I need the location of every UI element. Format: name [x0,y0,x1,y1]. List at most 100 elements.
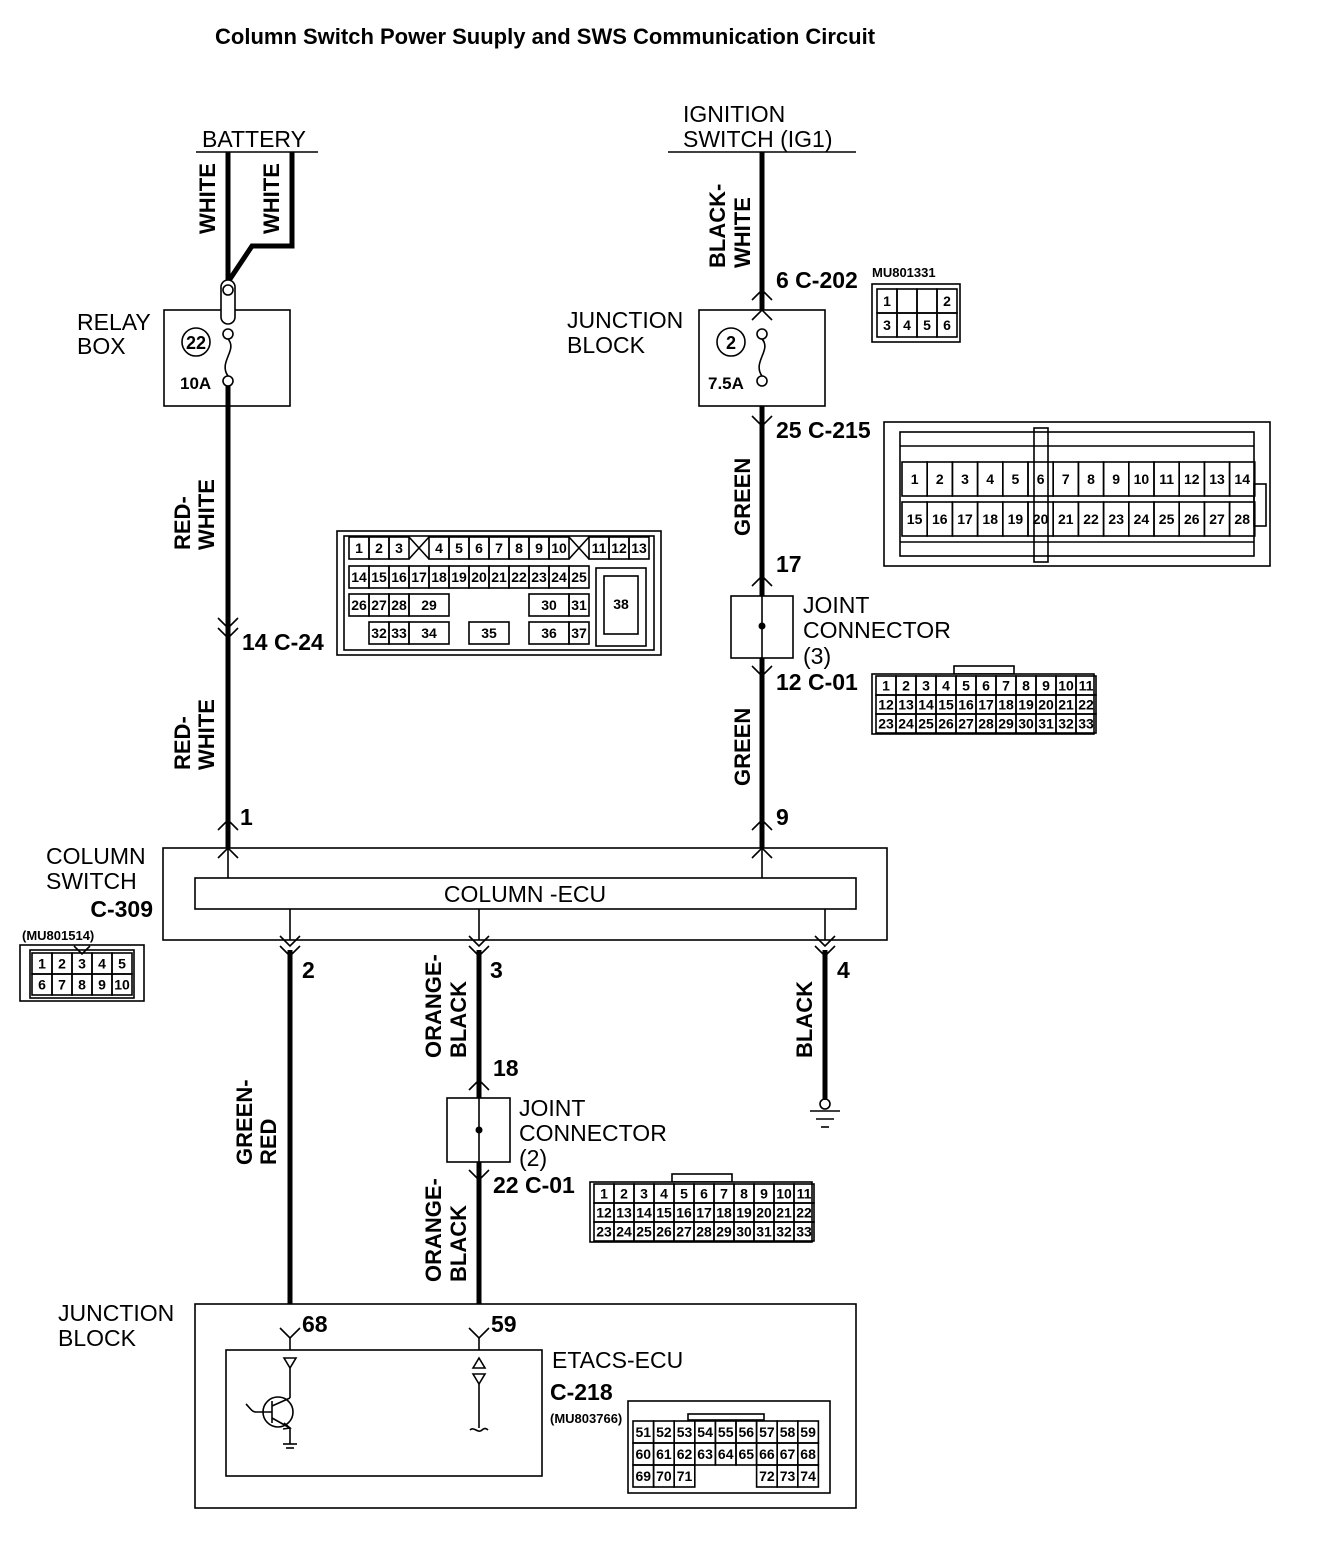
relay-box-label-2: BOX [77,333,126,359]
c01-bottom-cavity: 23 [596,1224,612,1240]
wire-label-red-white-b2: WHITE [194,699,219,770]
c215-cavity: 2 [936,471,944,487]
c24-cavity: 36 [541,625,557,641]
battery-label: BATTERY [202,126,306,152]
pin-c24: 14 C-24 [242,629,324,655]
c01-top-cavity: 33 [1078,716,1094,732]
c01-top-cavity-frame [1075,713,1097,734]
etacs-connector: C-218 [550,1379,613,1405]
c309-cavity: 2 [58,956,66,972]
c24-cavity: 12 [611,540,627,556]
pin-c01-top: 12 C-01 [776,669,858,695]
c24-cavity: 17 [411,569,427,585]
c215-cavity: 12 [1184,471,1200,487]
c24-cavity: 26 [351,597,367,613]
c218-cavity: 68 [800,1446,816,1462]
c01-bottom-cavity: 8 [740,1186,748,1202]
c309-cavity: 10 [114,977,130,993]
c24-cavity: 2 [375,540,383,556]
wire-label-white-b: WHITE [259,163,284,234]
jb-fuse-number-circle [716,327,746,357]
c01-top-cavity: 31 [1038,716,1054,732]
c218-cavity-frame [796,1464,820,1488]
c218-cavity: 73 [780,1468,796,1484]
c202-cavity: 6 [943,317,951,333]
relay-fuse-amp: 10A [180,374,211,393]
c24-big-cell: 38 [613,596,629,612]
c24-cavity-frame [408,593,450,617]
c215-cavity: 26 [1184,511,1200,527]
c24-cavity: 7 [495,540,503,556]
ignition-label-1: IGNITION [683,101,785,127]
c01-bottom-cavity: 21 [776,1205,792,1221]
c01-bottom-cavity: 2 [620,1186,628,1202]
c01-bottom-cavity: 28 [696,1224,712,1240]
c01-top-cavity: 29 [998,716,1014,732]
jc2-label-2: CONNECTOR [519,1120,667,1146]
blocked-cavity-mark [408,536,430,560]
jb-fuse-gap-2 [755,342,769,382]
c215-cavity: 28 [1234,511,1250,527]
wire-white-b [225,152,295,284]
c24-cavity: 14 [351,569,367,585]
c01-top-cavity: 28 [978,716,994,732]
c01-bottom-cavity: 4 [660,1186,668,1202]
pin18-terminal-mark [468,1078,490,1091]
c01-bottom-cavity: 19 [736,1205,752,1221]
c215-terminal-mark [751,415,773,428]
wire-label-red-white-b1: RED- [170,716,195,770]
c215-cavity: 6 [1037,471,1045,487]
c215-cavity: 5 [1012,471,1020,487]
relay-fuse-element [224,338,232,377]
c01-top-cavity: 21 [1058,697,1074,713]
wire-label-orange-black-a1: ORANGE- [421,954,446,1058]
relay-fuse-terminal-top [222,284,234,296]
c218-cavity: 63 [697,1446,713,1462]
wire-label-green-red-1: GREEN- [232,1079,257,1165]
c24-cavity-frame [568,565,590,589]
c01-bottom-cavity: 5 [680,1186,688,1202]
c309-cavity: 7 [58,977,66,993]
c01-bottom-cavity: 13 [616,1205,632,1221]
c309-cavity-frame [111,973,133,996]
pin-2: 2 [302,957,315,983]
c01-top-cavity: 15 [938,697,954,713]
c01-bottom-cavity: 11 [797,1186,812,1202]
c01-top-cavity: 20 [1038,697,1054,713]
c215-cavity: 7 [1062,471,1070,487]
c24-cavity: 37 [571,625,587,641]
c01-bottom-cavity: 7 [720,1186,728,1202]
junction-block-bottom-label-2: BLOCK [58,1325,137,1351]
c215-cavity: 3 [961,471,969,487]
c215-cavity: 10 [1134,471,1150,487]
c01-top-cavity: 19 [1018,697,1034,713]
c215-cavity: 15 [907,511,923,527]
c218-cavity: 69 [636,1468,652,1484]
c309-cavity: 1 [38,956,46,972]
column-switch-part-number: (MU801514) [22,928,94,943]
c309-cavity: 3 [78,956,86,972]
c24-cavity: 9 [535,540,543,556]
c01-bottom-cavity: 27 [676,1224,692,1240]
c01-bottom-cavity: 22 [796,1205,812,1221]
jb-fuse-in-mark [751,308,773,321]
c24-cavity: 6 [475,540,483,556]
c24-cavity: 29 [421,597,437,613]
column-ecu-label: COLUMN -ECU [444,881,606,907]
c24-cavity: 28 [391,597,407,613]
pin-c215: 25 C-215 [776,417,871,443]
etacs-ecu [225,1349,543,1477]
c24-cavity: 13 [631,540,647,556]
relay-box-label-1: RELAY [77,309,151,335]
c24-cavity: 11 [592,540,607,556]
wire-label-green-b: GREEN [730,708,755,786]
c01-bottom-cavity: 6 [700,1186,708,1202]
c24-cavity-frame [568,621,590,645]
c215-cavity: 27 [1209,511,1225,527]
c01-top-cavity: 23 [878,716,894,732]
c01-top-cavity: 11 [1079,678,1094,694]
